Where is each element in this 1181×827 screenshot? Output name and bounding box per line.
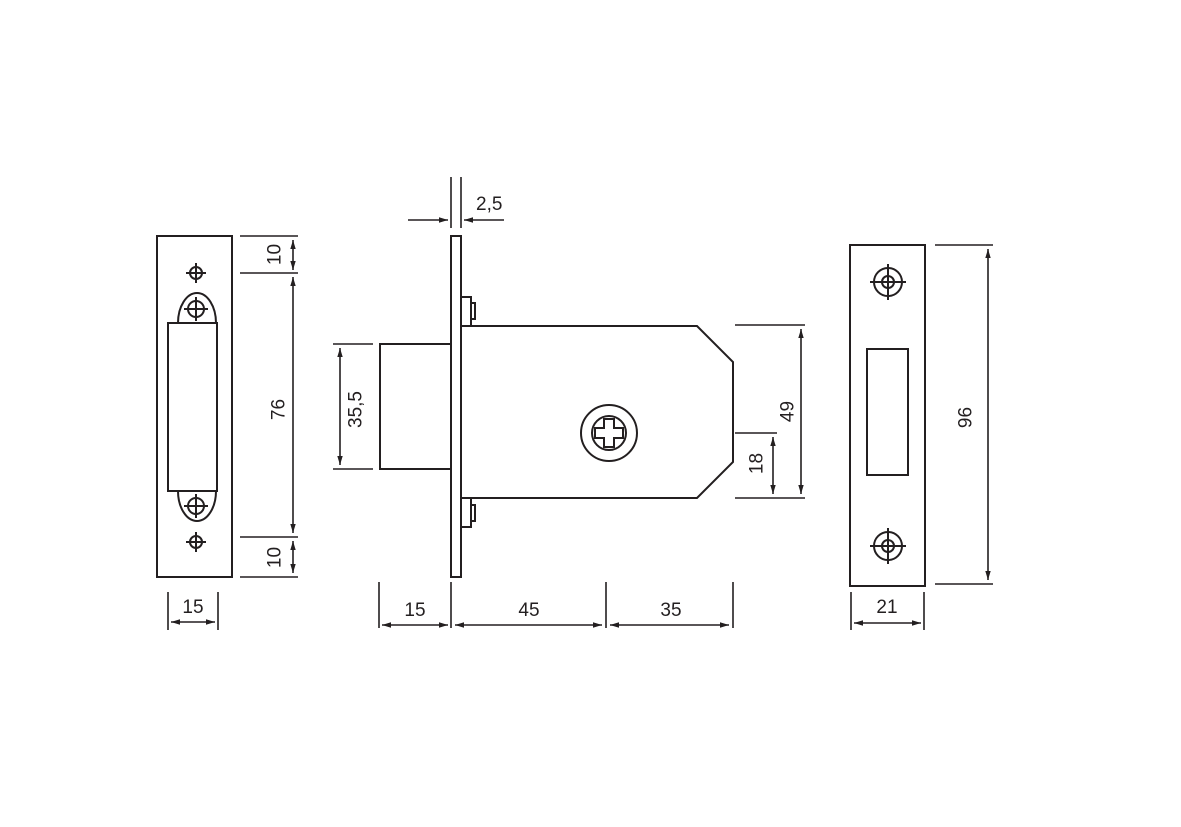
left-strike-plate [156, 235, 233, 578]
dim-right-height: 96 [955, 406, 977, 429]
dim-left-width: 15 [182, 597, 204, 618]
screw-hole-icon [186, 263, 206, 283]
dim-backset: 45 [518, 600, 540, 621]
right-plate-dimensions [850, 244, 993, 630]
dim-left-bottom-margin: 10 [264, 546, 286, 569]
screw-hole-icon [184, 494, 208, 518]
screw-hole-icon [870, 264, 906, 300]
dim-left-opening-height: 76 [268, 398, 290, 421]
dim-body-height: 49 [777, 400, 799, 423]
dim-right-width: 21 [876, 597, 898, 618]
dim-left-top-margin: 10 [264, 243, 286, 266]
dim-bolt-height: 35,5 [345, 391, 367, 428]
dim-spindle-offset: 18 [746, 452, 768, 475]
lock-body-dimensions [333, 177, 805, 628]
right-strike-plate [849, 244, 926, 587]
screw-hole-icon [870, 528, 906, 564]
dim-center-to-end: 35 [660, 600, 682, 621]
dim-bolt-projection: 15 [404, 600, 426, 621]
spindle-cross-icon [580, 404, 638, 462]
dim-faceplate-thickness: 2,5 [476, 194, 503, 215]
screw-hole-icon [186, 532, 206, 552]
lock-body [379, 235, 734, 578]
left-plate-dimensions [167, 235, 298, 630]
screw-hole-icon [184, 297, 208, 321]
